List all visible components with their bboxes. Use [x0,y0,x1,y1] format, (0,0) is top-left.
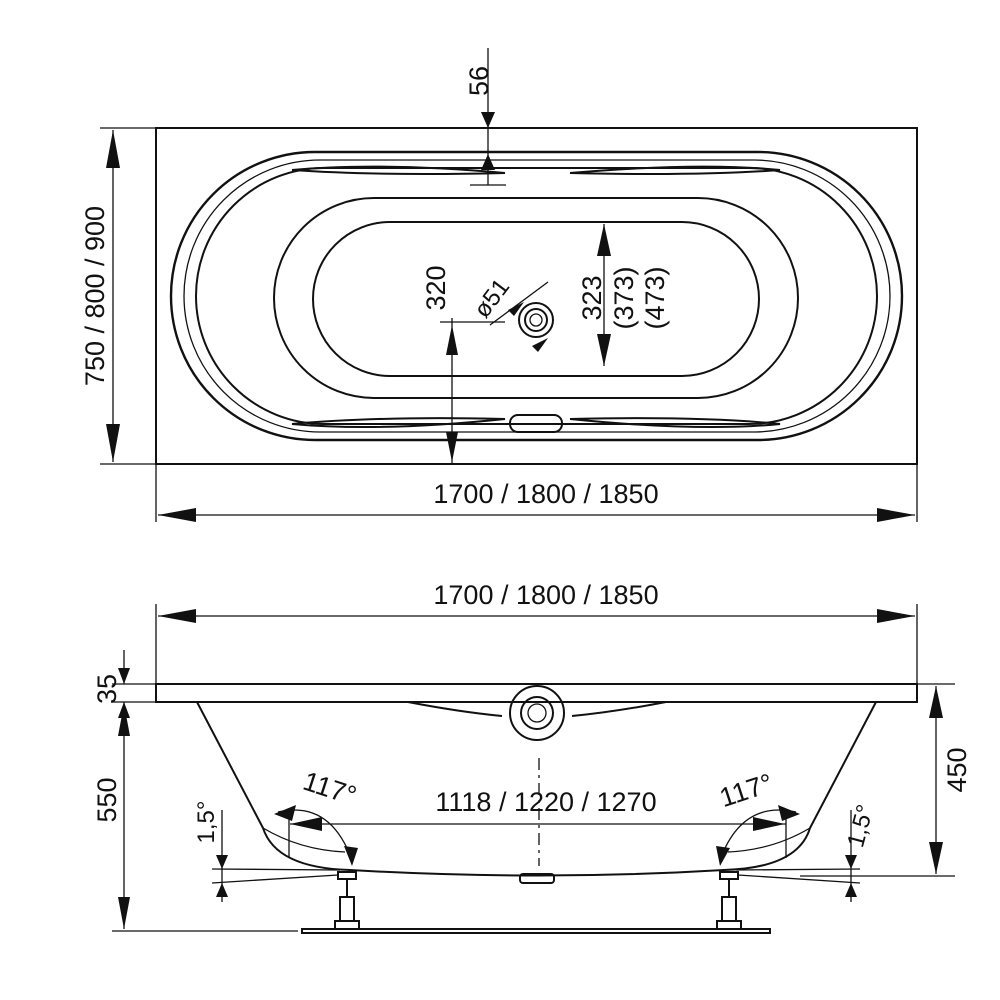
dim-width: 750 / 800 / 900 [80,127,156,465]
inner-depth-label: 450 [942,747,972,792]
top-view: 56 750 / 800 / 900 1700 / 1800 / 1850 [80,48,918,522]
length-options-side-label: 1700 / 1800 / 1850 [433,580,658,610]
basin-outer-ring [169,150,904,442]
slope-right: 1,5° [735,802,879,902]
floor-plate [301,928,771,934]
tub-body-side [196,701,877,877]
width-options-label: 750 / 800 / 900 [80,206,110,386]
angle-left-label: 117° [300,766,360,811]
rim-height-label: 35 [92,674,122,704]
dim-bottom-length: 1118 / 1220 / 1270 [288,787,787,858]
dim-drain-diameter: ø51 [469,274,549,352]
leg-right [716,871,742,930]
angle-right-label: 117° [716,768,776,813]
side-view: 1700 / 1800 / 1850 [92,580,972,934]
length-options-top-label: 1700 / 1800 / 1850 [433,479,658,509]
tub-outline-top [155,127,918,465]
angle-left: 117° [274,766,360,866]
basin-second-ring [183,159,891,433]
basin-third-ring [195,167,878,425]
angle-right: 117° [716,768,800,866]
dim-inner-width: 323 (373) (473) [577,224,670,366]
armrest-recess-bottom-right [569,417,781,429]
leg-left [334,871,360,930]
tub-body-inner-edge-right [727,827,811,853]
total-height-label: 550 [92,777,122,822]
armrest-recess-top-left [291,165,506,175]
dim-length-top: 1700 / 1800 / 1850 [155,464,918,522]
dim-length-side: 1700 / 1800 / 1850 [155,580,918,684]
dim-inner-depth: 450 [800,683,972,877]
inner-width-label: 323 [577,275,607,320]
bottom-length-label: 1118 / 1220 / 1270 [435,787,656,817]
drain-side [407,685,667,884]
slope-right-label: 1,5° [842,802,879,850]
overflow-slot [509,414,563,433]
armrest-recess-top-right [569,165,781,175]
armrest-recess-bottom-left [291,417,506,429]
drain-top [518,302,554,338]
tub-body-inner-edge [262,827,346,853]
dim-overflow-offset: 56 [464,48,506,186]
inner-width-alt1-label: (373) [609,266,639,329]
tub-rim-side [155,683,918,703]
dim-total-height: 550 [92,702,298,932]
dim-rim-height: 35 [92,650,200,718]
basin-floor [312,221,760,377]
slope-left: 1,5° [193,801,341,902]
slope-left-label: 1,5° [193,801,220,844]
overflow-offset-label: 56 [464,66,494,96]
basin-inner-upper [273,197,799,399]
drain-offset-label: 320 [421,265,451,310]
drain-diameter-label: ø51 [469,274,515,323]
inner-width-alt2-label: (473) [640,266,670,329]
